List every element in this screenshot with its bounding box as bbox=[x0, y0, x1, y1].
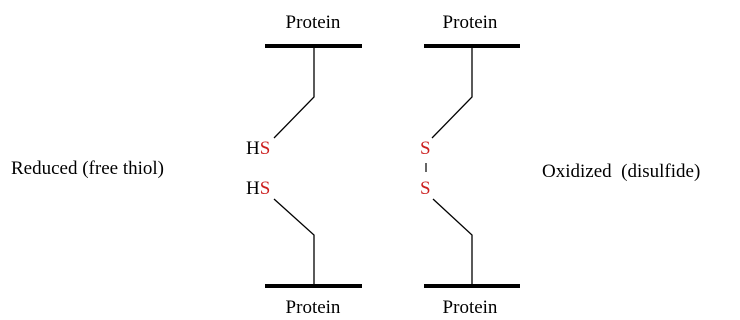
reduced-state-label: Reduced (free thiol) bbox=[11, 158, 164, 179]
protein-label-oxidized-top: Protein bbox=[443, 12, 498, 33]
oxidized-state-label: Oxidized (disulfide) bbox=[542, 161, 700, 182]
sulfur-atom: S bbox=[260, 138, 271, 159]
side-chain-reduced-bottom bbox=[273, 198, 315, 284]
side-chain-reduced-top bbox=[273, 48, 315, 139]
side-chain-oxidized-top bbox=[431, 48, 473, 139]
protein-label-oxidized-bottom: Protein bbox=[443, 297, 498, 318]
reduced-structure: Protein HS HS Protein bbox=[246, 12, 362, 318]
hydrogen-atom: H bbox=[246, 138, 260, 159]
thiol-group-reduced-top: HS bbox=[246, 138, 270, 159]
thiol-group-reduced-bottom: HS bbox=[246, 178, 270, 199]
sulfur-atom-oxidized-top: S bbox=[420, 138, 431, 159]
side-chain-oxidized-bottom bbox=[432, 198, 473, 284]
sulfur-atom-oxidized-bottom: S bbox=[420, 178, 431, 199]
hydrogen-atom: H bbox=[246, 178, 260, 199]
protein-label-reduced-top: Protein bbox=[286, 12, 341, 33]
sulfur-atom: S bbox=[260, 178, 271, 199]
oxidized-structure: Protein S S Protein bbox=[420, 12, 520, 318]
protein-label-reduced-bottom: Protein bbox=[286, 297, 341, 318]
